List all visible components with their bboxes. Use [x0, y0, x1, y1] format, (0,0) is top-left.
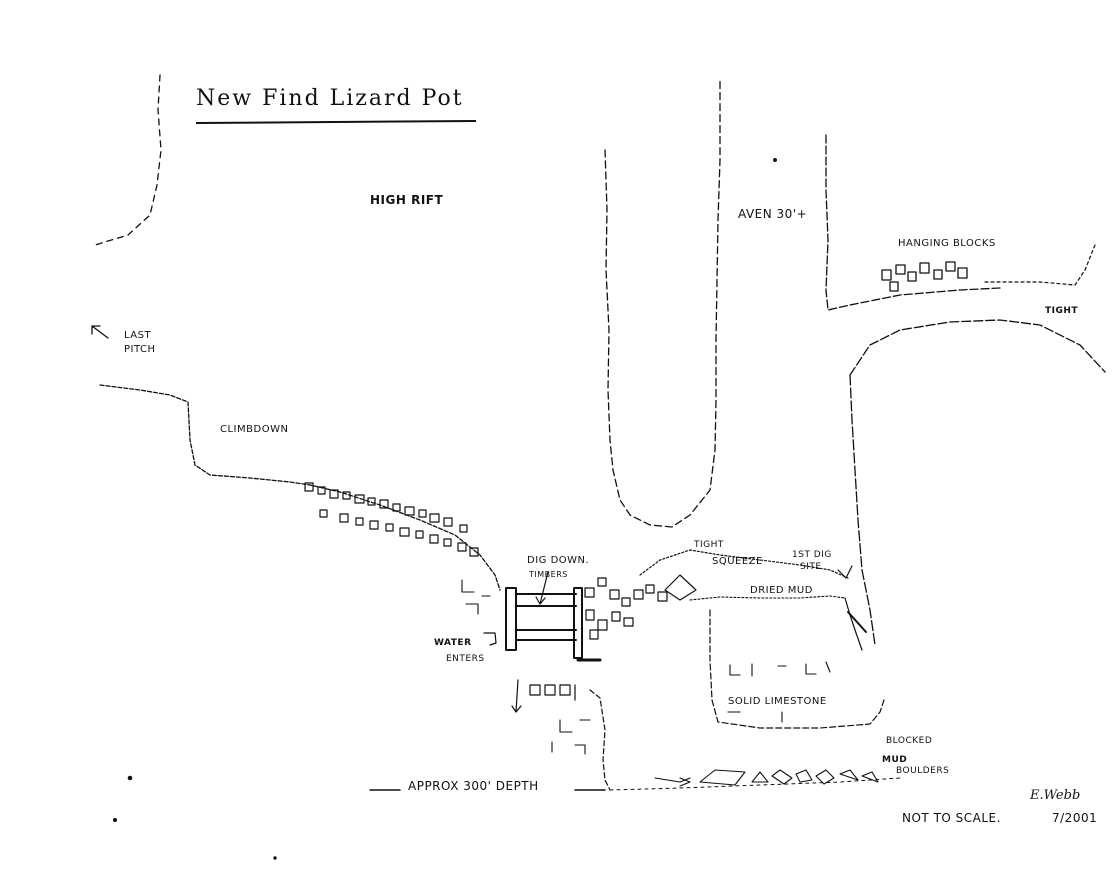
hanging-blocks-line	[984, 244, 1096, 286]
label-solid-limestone: Solid Limestone	[728, 696, 827, 707]
lower-passage-floor	[609, 777, 901, 791]
ink-dot-4	[273, 856, 277, 860]
climbdown-floor	[99, 384, 501, 591]
rift-wall-center	[604, 77, 721, 528]
timber-cross-top	[515, 593, 577, 607]
label-water: Water	[434, 638, 472, 648]
label-tight-passage: Tight	[1045, 306, 1079, 316]
high-rift-left-wall	[94, 74, 162, 246]
timber-left	[505, 587, 517, 651]
label-enters: Enters	[446, 654, 485, 664]
tight-passage-roof	[849, 319, 1106, 376]
label-last-pitch-2: Pitch	[124, 344, 156, 355]
ink-dot-1	[127, 775, 133, 781]
label-not-to-scale: Not to Scale.	[902, 811, 1001, 825]
label-hanging-blocks: Hanging Blocks	[898, 238, 996, 249]
label-blocked: Blocked	[886, 736, 933, 746]
label-dried-mud: Dried Mud	[750, 585, 813, 596]
label-dig-down: Dig down.	[527, 555, 590, 566]
label-site: Site	[800, 562, 822, 572]
lower-passage-wall	[589, 689, 611, 791]
squeeze-roof	[639, 549, 849, 579]
water-flow-arrow	[511, 679, 522, 713]
label-approx-depth: Approx 300' Depth	[408, 779, 539, 793]
label-last-pitch: Last	[124, 330, 152, 341]
label-squeeze: Squeeze	[712, 556, 763, 567]
first-dig-site-wall	[844, 597, 863, 651]
hanging-blocks-symbols	[881, 261, 968, 292]
lower-dig-blocks	[529, 684, 576, 701]
climbdown-boulders	[304, 482, 479, 557]
squeeze-boulders	[584, 574, 697, 640]
label-timbers: Timbers	[529, 570, 568, 579]
last-pitch-arrow	[91, 325, 109, 339]
survey-title: New Find Lizard Pot	[196, 86, 464, 111]
label-survey-date: 7/2001	[1052, 811, 1098, 825]
aven-right-wall	[825, 134, 1001, 311]
ink-dot-2	[113, 818, 117, 822]
label-high-rift: High Rift	[370, 193, 444, 207]
right-passage-wall	[849, 374, 876, 646]
wall-rock-symbols	[461, 579, 831, 755]
label-aven: Aven 30'+	[738, 207, 808, 221]
dig-site-mark	[847, 611, 867, 633]
label-mud: Mud	[882, 755, 908, 765]
water-enters-arrow	[483, 632, 497, 646]
surveyor-signature: E.Webb	[1030, 788, 1081, 803]
dig-site-arrow	[837, 565, 853, 579]
dig-down-arrow	[535, 571, 549, 605]
timber-cross-bottom	[515, 629, 577, 641]
dried-mud-floor	[689, 595, 846, 601]
blocked-boulders	[654, 769, 879, 787]
label-tight-squeeze: Tight	[694, 540, 724, 550]
label-first-dig-site: 1st Dig	[792, 550, 832, 560]
timber-right	[573, 587, 583, 659]
label-boulders: Boulders	[896, 766, 950, 776]
ink-dot-3	[773, 158, 777, 162]
solid-limestone-outline	[709, 609, 885, 729]
label-climbdown: Climbdown	[220, 424, 289, 435]
